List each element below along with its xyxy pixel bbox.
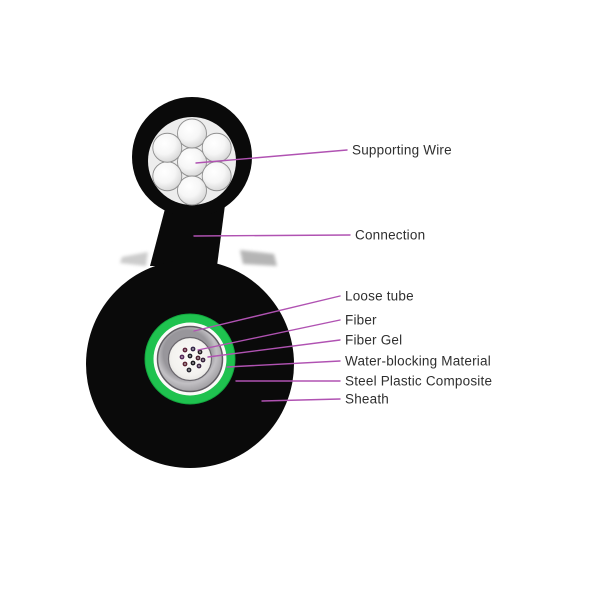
wire-strand <box>201 161 232 192</box>
fiber-dot-core <box>202 359 204 361</box>
fiber-dot-core <box>189 355 191 357</box>
neck-shadow-left <box>120 252 148 266</box>
label-fiber: Fiber <box>345 313 377 328</box>
fiber-dot-core <box>181 356 183 358</box>
fiber-dot-core <box>188 369 190 371</box>
cable-body-section <box>86 260 294 468</box>
strand-group <box>152 118 232 206</box>
wire-strand <box>152 132 183 163</box>
label-steel-plastic: Steel Plastic Composite <box>345 374 492 389</box>
label-water-blocking: Water-blocking Material <box>345 354 491 369</box>
wire-strand <box>152 161 183 192</box>
labels: Supporting Wire Connection Loose tube Fi… <box>345 143 492 407</box>
fiber-dot-core <box>197 357 199 359</box>
label-fiber-gel: Fiber Gel <box>345 333 402 348</box>
fiber-dots <box>179 346 206 373</box>
wire-strand <box>177 118 207 149</box>
fiber-dot-core <box>184 349 186 351</box>
leader-line-fiber-gel <box>207 339 341 358</box>
fiber-dot-core <box>198 365 200 367</box>
leader-line-supporting-wire <box>195 149 348 164</box>
fiber-dot-core <box>184 363 186 365</box>
label-sheath: Sheath <box>345 392 389 407</box>
fiber-dot-core <box>192 348 194 350</box>
leader-line-water-blocking <box>226 360 341 368</box>
leader-line-fiber <box>197 319 341 351</box>
supporting-wire-section <box>132 97 252 217</box>
wire-strand <box>177 175 207 206</box>
leader-lines <box>193 149 351 402</box>
fiber-dot-core <box>199 351 201 353</box>
fiber-gel-disc <box>167 336 213 382</box>
leader-line-loose-tube <box>193 295 341 332</box>
connection-neck <box>150 205 225 266</box>
label-connection: Connection <box>355 228 425 243</box>
fiber-dot-core <box>192 362 194 364</box>
neck-shadow-right <box>240 250 277 266</box>
leader-line-connection <box>193 234 351 237</box>
wire-strand <box>201 132 232 163</box>
leader-line-sheath <box>261 398 341 402</box>
label-supporting-wire: Supporting Wire <box>352 143 452 158</box>
label-loose-tube: Loose tube <box>345 289 414 304</box>
